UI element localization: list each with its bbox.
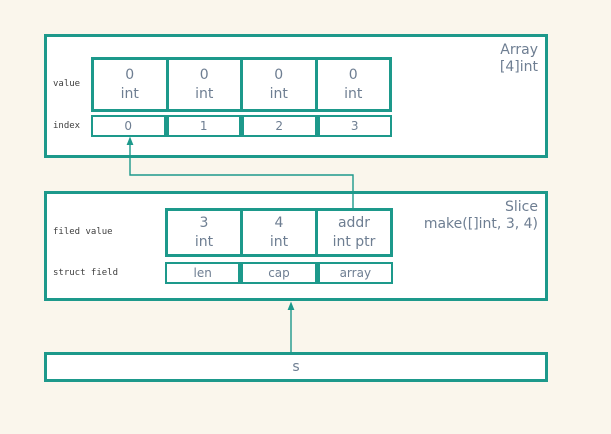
array-title: Array [4]int bbox=[500, 42, 538, 76]
slice-title-type: Slice bbox=[505, 199, 538, 215]
cell-type: int bbox=[344, 85, 363, 102]
index-cell-2: 2 bbox=[244, 117, 315, 135]
field-cell-len: len bbox=[167, 264, 239, 282]
slice-title: Slice make([]int, 3, 4) bbox=[424, 199, 538, 233]
slice-title-decl: make([]int, 3, 4) bbox=[423, 216, 538, 232]
cell-value: 0 bbox=[274, 66, 284, 83]
array-index-row-label: index bbox=[53, 121, 81, 131]
cell-value: 3 bbox=[199, 214, 209, 231]
index-cell-0: 0 bbox=[93, 117, 164, 135]
array-box: Array [4]int value 0 int 0 int 0 int 0 i… bbox=[44, 34, 548, 158]
array-cell-0: 0 int bbox=[94, 60, 166, 109]
arrowhead-up-icon bbox=[287, 301, 295, 310]
array-value-cells-row: 0 int 0 int 0 int 0 int bbox=[91, 57, 392, 112]
s-variable-label: s bbox=[292, 359, 300, 375]
array-cell-1: 0 int bbox=[168, 60, 240, 109]
slice-field-value-row-label: filed value bbox=[53, 227, 113, 237]
slice-field-value-cells-row: 3 int 4 int addr int ptr bbox=[165, 208, 393, 257]
cell-type: int bbox=[269, 233, 289, 250]
cell-value: 0 bbox=[199, 66, 209, 83]
index-cell-1: 1 bbox=[168, 117, 239, 135]
slice-cell-cap: 4 int bbox=[243, 211, 315, 254]
arrow-s-to-slice bbox=[287, 301, 295, 352]
array-value-row-label: value bbox=[53, 79, 81, 89]
array-cell-3: 0 int bbox=[317, 60, 389, 109]
cell-type: int ptr bbox=[332, 233, 376, 250]
slice-cell-len: 3 int bbox=[168, 211, 240, 254]
slice-cell-array-pointer: addr int ptr bbox=[318, 211, 390, 254]
cell-type: int bbox=[120, 85, 139, 102]
slice-struct-field-row: len cap array bbox=[165, 262, 393, 284]
cell-type: int bbox=[269, 85, 288, 102]
cell-type: int bbox=[194, 233, 214, 250]
cell-value: addr bbox=[337, 214, 371, 231]
cell-value: 0 bbox=[125, 66, 135, 83]
cell-value: 0 bbox=[348, 66, 358, 83]
slice-struct-field-row-label: struct field bbox=[53, 268, 119, 278]
s-variable-box: s bbox=[44, 352, 548, 382]
field-cell-array: array bbox=[319, 264, 391, 282]
array-title-decl: [4]int bbox=[499, 59, 538, 75]
cell-type: int bbox=[195, 85, 214, 102]
array-title-type: Array bbox=[500, 42, 538, 58]
slice-box: Slice make([]int, 3, 4) filed value 3 in… bbox=[44, 191, 548, 301]
index-cell-3: 3 bbox=[319, 117, 390, 135]
array-index-row: 0 1 2 3 bbox=[91, 115, 392, 137]
cell-value: 4 bbox=[274, 214, 284, 231]
array-cell-2: 0 int bbox=[243, 60, 315, 109]
field-cell-cap: cap bbox=[243, 264, 315, 282]
